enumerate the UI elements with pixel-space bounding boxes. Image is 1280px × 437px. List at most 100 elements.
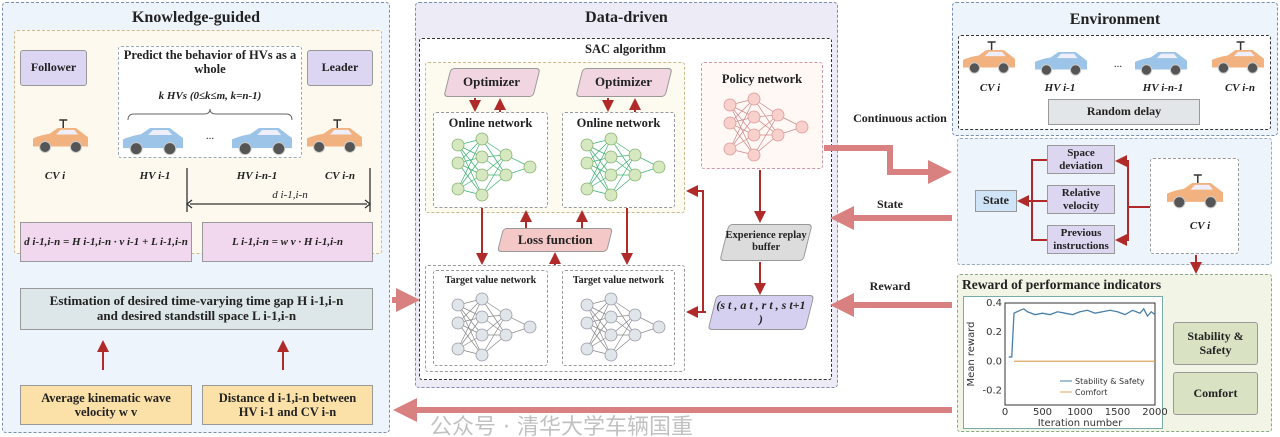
- neuron: [723, 142, 737, 156]
- car-wheel: [313, 140, 326, 153]
- neuron: [451, 298, 465, 312]
- plot-area: [1004, 302, 1156, 406]
- car-wheel: [272, 142, 286, 156]
- connection: [457, 138, 483, 190]
- reward-title: Reward of performance indicators: [962, 277, 1162, 292]
- neuron: [499, 328, 513, 342]
- antenna-icon: [1236, 41, 1245, 50]
- car-wheel: [39, 140, 52, 153]
- antenna-icon: [59, 119, 68, 128]
- vehicle-label: HV i-n-1: [236, 170, 278, 182]
- x-tick-label: 0: [1002, 407, 1008, 418]
- cv-i-car: [33, 119, 88, 153]
- panel-title: Data-driven: [585, 9, 668, 26]
- env-hv-i-n-1-car: [1135, 52, 1187, 76]
- car-wheel: [968, 62, 981, 74]
- neuron: [628, 168, 642, 182]
- watermark: 公众号 · 清华大学车辆国重: [430, 415, 693, 437]
- reward-label: Reward: [869, 279, 911, 293]
- feature-previous-instructions: Previous instructions: [1047, 225, 1115, 254]
- neuron: [723, 98, 737, 112]
- neuron: [451, 316, 465, 330]
- y-tick-label: -0.2: [982, 385, 1002, 396]
- neuron: [580, 156, 594, 170]
- neuron: [652, 320, 666, 334]
- neuron: [747, 92, 761, 106]
- car-wheel: [163, 142, 177, 156]
- connection: [610, 314, 636, 356]
- feature-space-deviation: Space deviation: [1047, 145, 1115, 174]
- x-tick-label: 500: [1033, 407, 1052, 418]
- connection: [586, 322, 612, 356]
- neuron: [523, 160, 537, 174]
- car-wheel: [1040, 64, 1053, 76]
- online-label: Online network: [448, 116, 533, 130]
- panel-title: Knowledge-guided: [131, 9, 260, 26]
- neuron: [723, 116, 737, 130]
- car-window: [257, 130, 282, 136]
- car-wheel: [1169, 64, 1182, 76]
- ellipsis: ...: [205, 130, 215, 142]
- neuron: [499, 148, 513, 162]
- connection: [729, 104, 755, 156]
- state-label: State: [877, 197, 903, 211]
- target-network-1-graph: [451, 292, 537, 362]
- input-distance: Distance d i-1,i-n between HV i-1 and CV…: [202, 385, 373, 425]
- neuron: [580, 138, 594, 152]
- neuron: [604, 132, 618, 146]
- flow-arrows: [97, 98, 1202, 370]
- state-cv-i-car: [1167, 174, 1223, 209]
- neuron: [628, 308, 642, 322]
- neuron: [628, 148, 642, 162]
- car-wheel: [238, 142, 252, 156]
- hv-brace: [127, 108, 293, 121]
- big-arrows: [392, 145, 952, 422]
- x-tick-label: 1500: [1105, 407, 1130, 418]
- policy-label: Policy network: [721, 72, 803, 86]
- car-wheel: [997, 62, 1010, 74]
- legend-entry: Comfort: [1075, 388, 1107, 397]
- connection: [729, 122, 755, 156]
- connection: [729, 98, 755, 150]
- feature-relative-velocity: Relative velocity: [1047, 185, 1115, 214]
- env-vehicle-label: HV i-1: [1044, 82, 1076, 94]
- vehicle-label: CV i: [44, 170, 66, 182]
- legend-entry: Stability & Safety: [1075, 377, 1145, 386]
- neuron: [451, 182, 465, 196]
- equation-box-2: L i-1,i-n = w v · H i-1,i-n: [202, 222, 373, 262]
- panel-title: Environment: [1069, 11, 1161, 28]
- online-network-2: [562, 112, 675, 208]
- policy-network-graph: [723, 92, 809, 162]
- stability-safety-box: Stability & Safety: [1173, 322, 1258, 365]
- neuron: [604, 328, 618, 342]
- connection: [586, 316, 612, 350]
- connection: [610, 138, 636, 176]
- distance-dimension: [185, 168, 372, 212]
- neuron: [451, 342, 465, 356]
- neuron: [747, 128, 761, 142]
- connection: [457, 316, 483, 350]
- connection: [481, 314, 507, 356]
- ellipsis: ...: [1113, 58, 1123, 70]
- neuron: [580, 182, 594, 196]
- leader-bubble: Leader: [307, 50, 373, 86]
- y-tick-label: 0.4: [986, 298, 1002, 309]
- neuron: [475, 310, 489, 324]
- online-label: Online network: [576, 116, 661, 130]
- neuron: [580, 342, 594, 356]
- connection: [481, 298, 507, 336]
- env-hv-i-1-car: [1035, 52, 1087, 76]
- input-wave-velocity: Average kinematic wave velocity w v: [20, 385, 192, 425]
- neuron: [771, 128, 785, 142]
- connection: [753, 114, 779, 156]
- antenna-icon: [987, 41, 996, 50]
- online-network-2-graph: [580, 132, 666, 202]
- neuron: [475, 328, 489, 342]
- cv-label: CV i: [1189, 220, 1211, 232]
- neuron: [475, 348, 489, 362]
- cv-i-n-car: [307, 119, 362, 153]
- neuron: [451, 138, 465, 152]
- policy-network: [701, 62, 823, 169]
- neuron: [604, 292, 618, 306]
